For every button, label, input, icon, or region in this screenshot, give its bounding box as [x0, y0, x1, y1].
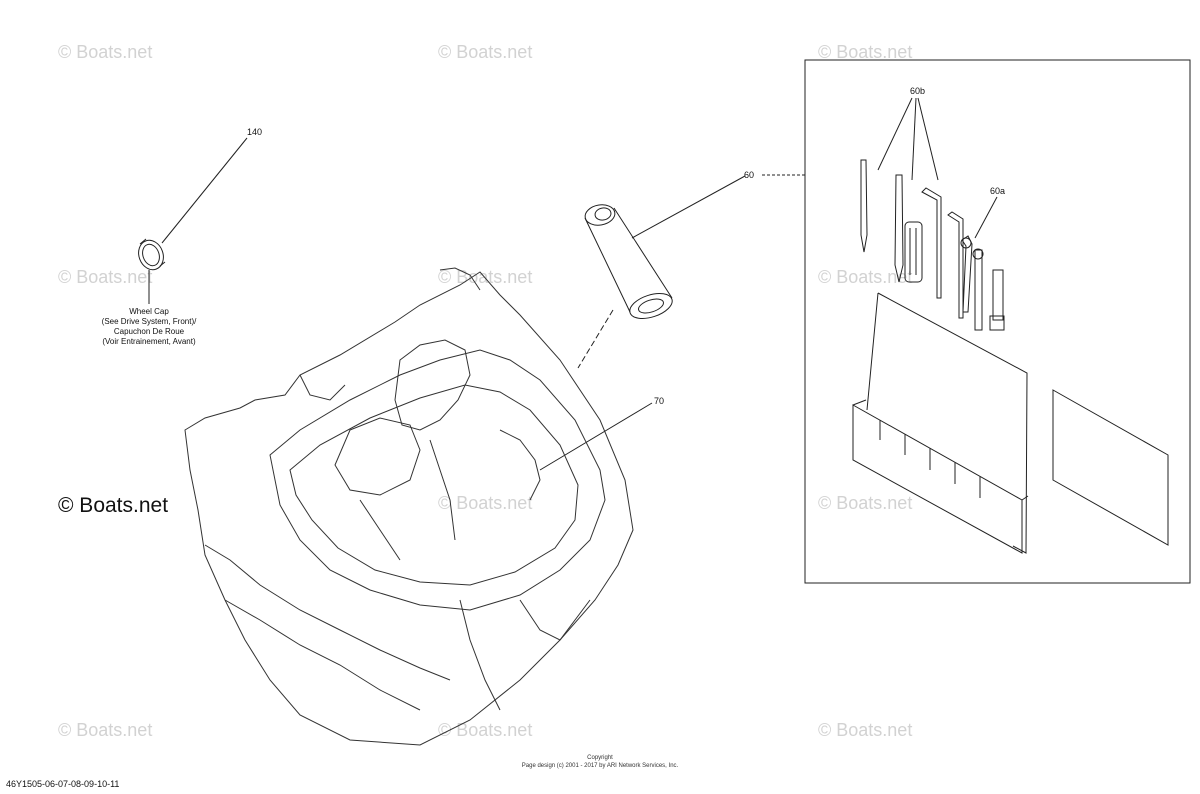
tool-set-60b	[860, 97, 964, 319]
wheel-cap-title-fr: Capuchon De Roue	[113, 327, 185, 336]
watermark: © Boats.net	[438, 720, 533, 740]
watermark: © Boats.net	[58, 267, 153, 287]
watermark: © Boats.net	[818, 42, 913, 62]
wheel-cap-title: Wheel Cap	[129, 307, 169, 316]
callout-60b: 60b	[910, 86, 926, 96]
wheel-cap-note: Wheel Cap (See Drive System, Front)/ Cap…	[74, 307, 224, 347]
copyright-title: Copyright	[587, 755, 613, 761]
storage-compartment	[184, 267, 634, 746]
tool-set-60a	[960, 196, 1005, 331]
watermark: © Boats.net	[438, 493, 533, 513]
tool-kit-inset-box	[804, 59, 1191, 584]
watermark-main: © Boats.net	[58, 494, 169, 517]
watermark: © Boats.net	[58, 42, 153, 62]
callout-60a: 60a	[990, 186, 1006, 196]
watermark: © Boats.net	[58, 720, 153, 740]
wheel-cap-ref: (See Drive System, Front)/	[101, 317, 197, 326]
copyright-notice: Copyright Page design (c) 2001 - 2017 by…	[500, 754, 700, 770]
callout-70: 70	[654, 396, 665, 406]
watermark: © Boats.net	[818, 720, 913, 740]
watermark: © Boats.net	[818, 267, 913, 287]
manual-sheet	[1052, 389, 1169, 546]
callout-60: 60	[744, 170, 755, 180]
tool-kit-box	[852, 292, 1029, 554]
watermark: © Boats.net	[818, 493, 913, 513]
copyright-text: Page design (c) 2001 - 2017 by ARI Netwo…	[521, 763, 679, 769]
watermark: © Boats.net	[438, 42, 533, 62]
diagram-code: 46Y1505-06-07-08-09-10-11	[6, 779, 120, 789]
callout-140: 140	[247, 127, 263, 137]
watermark: © Boats.net	[438, 267, 533, 287]
wheel-cap-part	[138, 238, 166, 271]
wheel-cap-ref-fr: (Voir Entrainement, Avant)	[102, 337, 196, 346]
tool-roll-part	[584, 204, 673, 319]
